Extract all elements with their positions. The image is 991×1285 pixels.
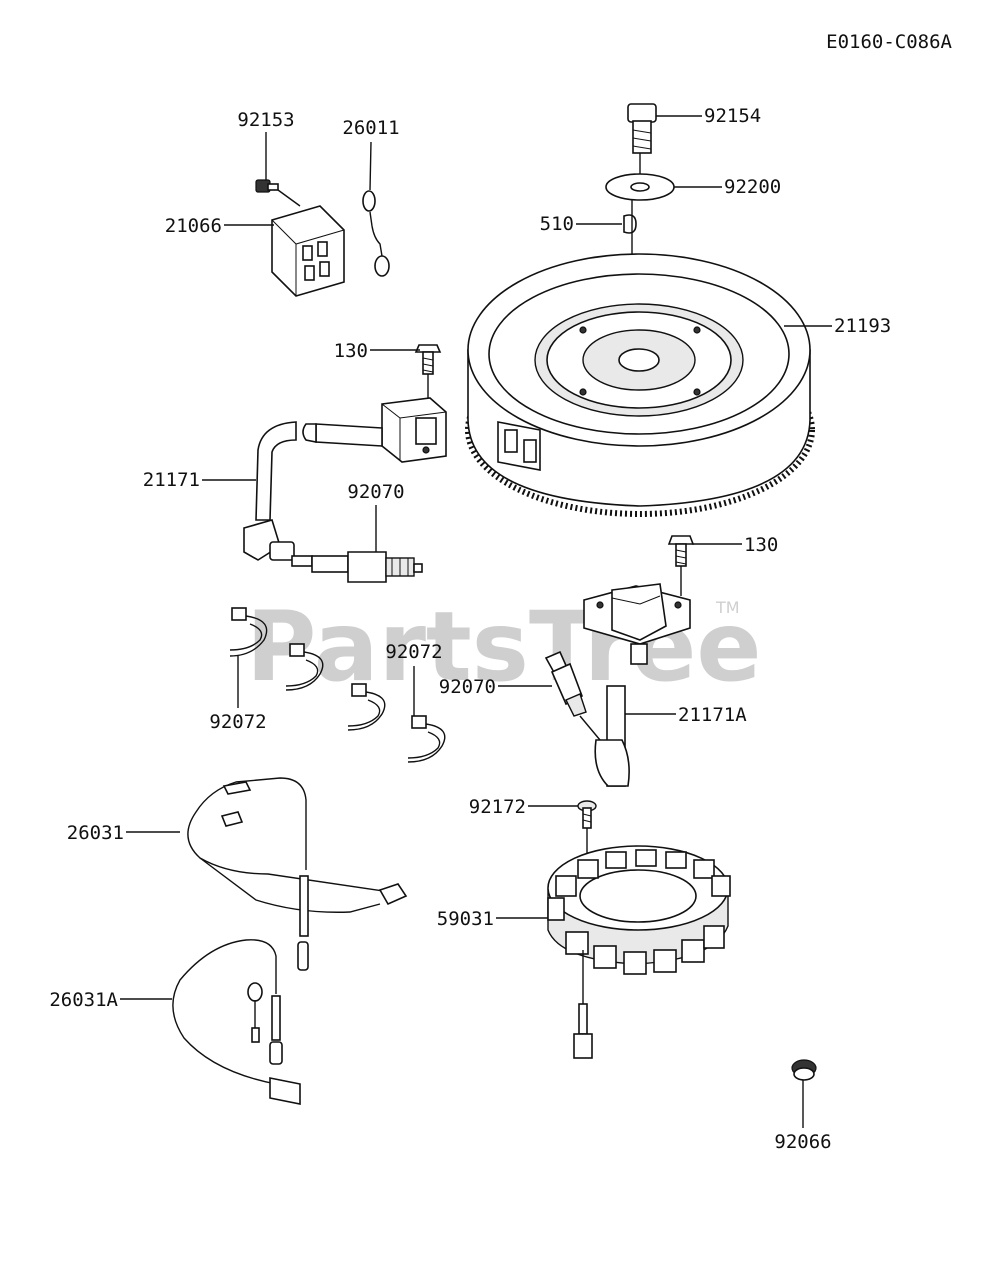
label-92153[interactable]: 92153 [237,109,294,131]
label-21193[interactable]: 21193 [834,315,891,337]
part-26031A-harness[interactable] [172,939,301,1105]
part-21066-regulator[interactable] [271,205,345,297]
part-92070-spark-plug-lower[interactable] [544,650,601,741]
label-92200[interactable]: 92200 [724,176,781,198]
part-130-bolt-lower[interactable] [667,535,695,567]
part-26031-harness[interactable] [187,777,408,971]
label-21066[interactable]: 21066 [165,215,222,237]
part-92172-screw[interactable] [577,800,597,829]
part-21171A-ignition-coil[interactable] [583,583,691,787]
label-21171A[interactable]: 21171A [678,704,747,726]
part-21193-flywheel[interactable] [465,253,815,517]
label-26031A[interactable]: 26031A [49,989,118,1011]
label-26031[interactable]: 26031 [67,822,124,844]
label-26011[interactable]: 26011 [342,117,399,139]
part-92154-bolt[interactable] [627,103,657,154]
label-59031[interactable]: 59031 [437,908,494,930]
diagram-code: E0160-C086A [826,31,952,53]
part-92153-screw[interactable] [255,179,279,193]
label-92154[interactable]: 92154 [704,105,761,127]
label-92072-left[interactable]: 92072 [209,711,266,733]
part-510-key[interactable] [623,214,637,234]
part-labels: 92154 92200 510 21193 92153 26011 21066 … [49,105,891,1153]
label-130-lower[interactable]: 130 [744,534,778,556]
label-510[interactable]: 510 [540,213,574,235]
part-92200-washer[interactable] [605,173,675,201]
label-92070-upper[interactable]: 92070 [347,481,404,503]
part-92066-grommet[interactable] [791,1059,817,1081]
watermark-trademark: TM [715,598,740,617]
part-92070-spark-plug-upper[interactable] [291,551,423,583]
part-59031-stator[interactable] [547,845,731,1059]
label-92066[interactable]: 92066 [774,1131,831,1153]
part-92072-clamps[interactable] [229,607,446,763]
label-92072-right[interactable]: 92072 [385,641,442,663]
part-21171-ignition-coil[interactable] [243,397,447,561]
part-26011-ground-lead[interactable] [362,190,390,277]
label-92172[interactable]: 92172 [469,796,526,818]
label-130-upper[interactable]: 130 [334,340,368,362]
leader-lines [120,115,832,1128]
label-21171[interactable]: 21171 [143,469,200,491]
label-92070-lower[interactable]: 92070 [439,676,496,698]
